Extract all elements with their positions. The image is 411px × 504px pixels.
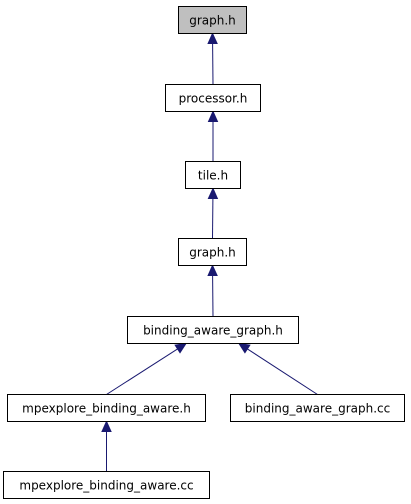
edge-binding_aware_graph_cc-to-binding_aware_graph_h — [247, 348, 318, 395]
node-graph-h[interactable]: graph.h — [178, 238, 247, 266]
node-processor-h-box — [165, 84, 261, 112]
node-binding-aware-graph-cc[interactable]: binding_aware_graph.cc — [230, 394, 405, 422]
node-graph-h-root[interactable]: graph.h — [178, 6, 247, 34]
node-binding-aware-graph-h-label: binding_aware_graph.h — [143, 324, 283, 338]
node-tile-h[interactable]: tile.h — [185, 161, 241, 189]
node-binding-aware-graph-h-box — [127, 316, 299, 344]
arrowhead-processor_h-to-graph_h_root — [207, 32, 218, 45]
node-mpexplore-binding-aware-cc-box — [3, 471, 210, 499]
node-tile-h-box — [185, 161, 241, 189]
node-tile-h-label: tile.h — [198, 169, 228, 183]
node-binding-aware-graph-h[interactable]: binding_aware_graph.h — [127, 316, 299, 344]
arrowhead-graph_h-to-tile_h — [207, 187, 219, 200]
node-binding-aware-graph-cc-label: binding_aware_graph.cc — [245, 402, 390, 416]
node-graph-h-label: graph.h — [189, 246, 236, 260]
arrowhead-binding_aware_graph_cc-to-binding_aware_graph_h — [237, 342, 251, 354]
nodes-layer: graph.h processor.h tile.h graph.h bindi… — [3, 6, 405, 499]
node-binding-aware-graph-cc-box — [230, 394, 405, 422]
arrowhead-mpexplore_binding_aware_cc-to-mpexplore_binding_aware_h — [101, 420, 112, 432]
node-graph-h-box — [178, 238, 247, 266]
arrowhead-binding_aware_graph_h-to-graph_h — [207, 264, 218, 277]
node-mpexplore-binding-aware-h-label: mpexplore_binding_aware.h — [22, 402, 191, 416]
node-mpexplore-binding-aware-h-box — [7, 394, 206, 422]
node-processor-h-label: processor.h — [179, 92, 248, 106]
node-processor-h[interactable]: processor.h — [165, 84, 261, 112]
arrowhead-tile_h-to-processor_h — [207, 110, 219, 122]
node-mpexplore-binding-aware-cc-label: mpexplore_binding_aware.cc — [19, 479, 193, 493]
edge-mpexplore_binding_aware_h-to-binding_aware_graph_h — [106, 348, 178, 395]
node-mpexplore-binding-aware-h[interactable]: mpexplore_binding_aware.h — [7, 394, 206, 422]
edges-layer — [101, 32, 318, 472]
node-graph-h-root-box — [178, 6, 247, 34]
node-graph-h-root-label: graph.h — [189, 14, 236, 28]
arrowhead-mpexplore_binding_aware_h-to-binding_aware_graph_h — [174, 342, 188, 354]
node-mpexplore-binding-aware-cc[interactable]: mpexplore_binding_aware.cc — [3, 471, 210, 499]
